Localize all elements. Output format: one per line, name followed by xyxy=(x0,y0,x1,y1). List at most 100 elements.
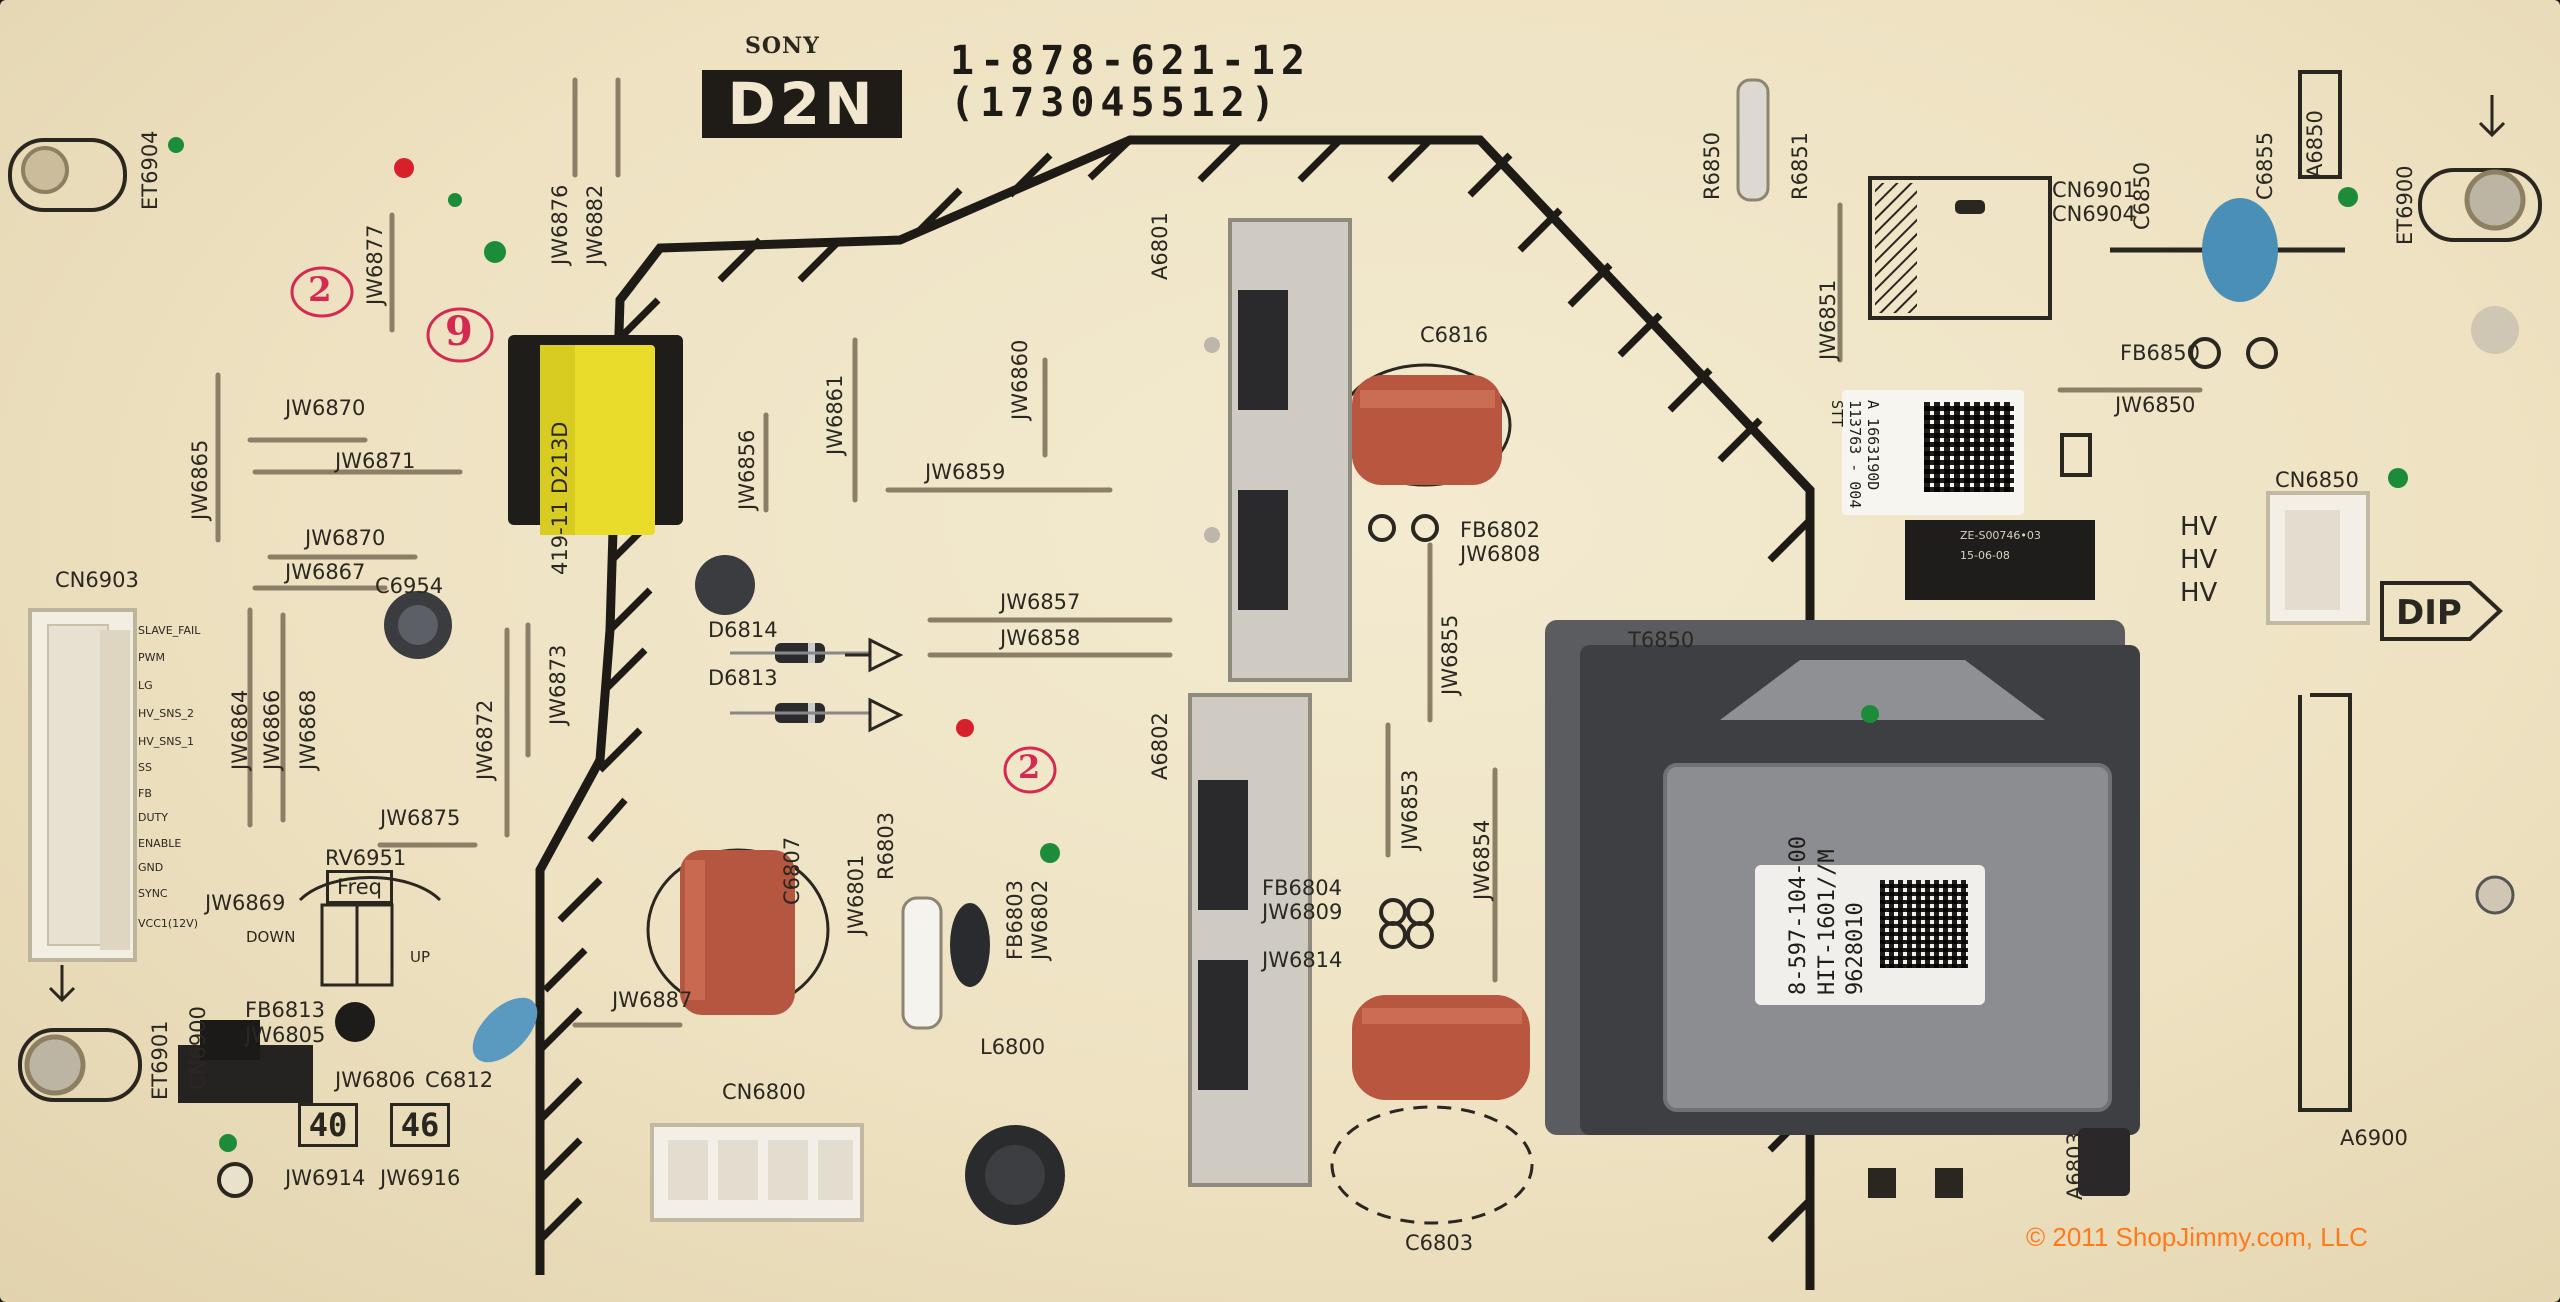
barcode-sticker: A 1663190D 113763 - 004 STT xyxy=(1828,390,2024,515)
label-jw6872: JW6872 xyxy=(473,699,497,780)
marker-dots xyxy=(168,137,2408,1152)
label-jw6868: JW6868 xyxy=(296,689,320,770)
heatsink-a6802 xyxy=(1188,693,1312,1187)
sticker-line: 113763 - 004 xyxy=(1846,400,1864,509)
label-jw6876: JW6876 xyxy=(548,184,572,265)
label-hv-3: HV xyxy=(2180,578,2218,608)
outline-a6900 xyxy=(2298,693,2352,1112)
hv-boundary-line xyxy=(535,135,1815,1290)
capacitor-c6816 xyxy=(1338,363,1512,487)
pin-label: LG xyxy=(138,679,153,692)
pin-label: SLAVE_FAIL xyxy=(138,624,201,637)
capacitor-c6807 xyxy=(646,848,830,1015)
label-jw6850: JW6850 xyxy=(2115,393,2196,417)
mounting-hole-top-left xyxy=(8,138,127,212)
copyright-watermark: © 2011 ShopJimmy.com, LLC xyxy=(2026,1222,2368,1252)
qr-code-icon xyxy=(1924,402,2014,492)
label-et6904: ET6904 xyxy=(138,130,162,210)
pin-label: SYNC xyxy=(138,887,168,900)
label-jw6865: JW6865 xyxy=(188,439,212,520)
part-number-block: 1-878-621-12 (173045512) xyxy=(950,40,1311,124)
label-jw6806: JW6806 xyxy=(335,1068,416,1092)
label-up: UP xyxy=(410,948,431,966)
connector-cn6850 xyxy=(2266,491,2370,625)
label-jw6870: JW6870 xyxy=(285,396,366,420)
label-d6814: D6814 xyxy=(708,618,778,642)
label-c6812: C6812 xyxy=(425,1068,494,1092)
handwritten-circle xyxy=(426,307,494,363)
label-fb6802: FB6802 xyxy=(1460,518,1540,542)
label-r6850: R6850 xyxy=(1700,131,1724,200)
label-fb6850: FB6850 xyxy=(2120,341,2200,365)
capacitor-c6803-outline xyxy=(1330,1105,1534,1225)
label-c6807: C6807 xyxy=(780,836,804,905)
dip-arrow-frame xyxy=(2380,581,2503,641)
resistor-r6850 xyxy=(1736,78,1770,202)
label-jw6859: JW6859 xyxy=(925,460,1006,484)
label-transformer-code: 419-11 D213D xyxy=(548,421,572,575)
label-jw6861: JW6861 xyxy=(823,374,847,455)
label-c6803: C6803 xyxy=(1405,1231,1474,1255)
label-jw6814: JW6814 xyxy=(1262,948,1343,972)
label-fb6804: FB6804 xyxy=(1262,876,1342,900)
label-jw6860: JW6860 xyxy=(1008,339,1032,420)
label-jw6801: JW6801 xyxy=(844,854,868,935)
label-rv6951: RV6951 xyxy=(325,846,407,870)
cert-mark-icon xyxy=(1868,1168,1896,1198)
label-c6816: C6816 xyxy=(1420,323,1489,347)
label-jw6869: JW6869 xyxy=(205,891,286,915)
label-jw6867: JW6867 xyxy=(285,560,366,584)
sticker-line: A 1663190D xyxy=(1864,400,1882,491)
label-t6850: T6850 xyxy=(1628,628,1695,652)
label-fb6803: FB6803 xyxy=(1003,880,1027,960)
mounting-hole-bottom-left xyxy=(18,1028,142,1102)
pin-label: VCC1(12V) xyxy=(138,917,198,930)
heatsink-a6801 xyxy=(1204,218,1352,682)
label-jw6853: JW6853 xyxy=(1398,769,1422,850)
label-c6954: C6954 xyxy=(375,574,444,598)
capacitor-c6812 xyxy=(1352,995,1530,1100)
connector-cn6800 xyxy=(650,1123,864,1222)
board-hole xyxy=(2475,875,2515,915)
cert-mark-icon xyxy=(1935,1168,1963,1198)
sticker-line: HIT-1601//M xyxy=(1814,849,1840,995)
pin-label: HV_SNS_1 xyxy=(138,735,194,748)
potentiometer-rv6951 xyxy=(298,876,442,987)
label-jw6858: JW6858 xyxy=(1000,626,1081,650)
label-a6850: A6850 xyxy=(2303,110,2327,178)
handwritten-mark: 2 xyxy=(308,270,332,310)
mark-box: 40 xyxy=(298,1103,358,1147)
label-hv-2: HV xyxy=(2180,545,2218,575)
label-et6901: ET6901 xyxy=(148,1020,172,1100)
handwritten-circle xyxy=(290,266,354,318)
capacitor-blue-small xyxy=(472,997,538,1063)
label-jw6808: JW6808 xyxy=(1460,542,1541,566)
dip-marker: DIP xyxy=(2382,583,2506,639)
label-l6800: L6800 xyxy=(980,1035,1046,1059)
connector-cn6900 xyxy=(178,1020,313,1103)
handwritten-mark: 9 xyxy=(445,308,473,355)
label-a6803: A6803 xyxy=(2063,1132,2087,1200)
connector-cn6903 xyxy=(28,608,137,962)
pin-label: FB xyxy=(138,787,152,800)
label-cn6850: CN6850 xyxy=(2275,468,2359,492)
label-a6900: A6900 xyxy=(2340,1126,2408,1150)
label-fb6813: FB6813 xyxy=(245,998,325,1022)
trimmer-component xyxy=(335,1002,375,1042)
label-jw6864: JW6864 xyxy=(228,689,252,770)
capacitor-blue-c6855 xyxy=(2110,198,2345,302)
arrow-icon xyxy=(48,965,76,1003)
label-down: DOWN xyxy=(246,928,296,946)
label-jw6871: JW6871 xyxy=(335,449,416,473)
qr-code-icon xyxy=(1880,880,1968,968)
label-et6900: ET6900 xyxy=(2393,165,2417,245)
capacitor-electrolytic xyxy=(695,555,755,615)
label-jw6802: JW6802 xyxy=(1028,879,1052,960)
black-module xyxy=(2078,1128,2130,1196)
jumper-wires xyxy=(215,77,2203,1028)
transformer-small xyxy=(508,335,683,535)
handwritten-mark: 2 xyxy=(1018,748,1041,786)
label-hv-1: HV xyxy=(2180,512,2218,542)
